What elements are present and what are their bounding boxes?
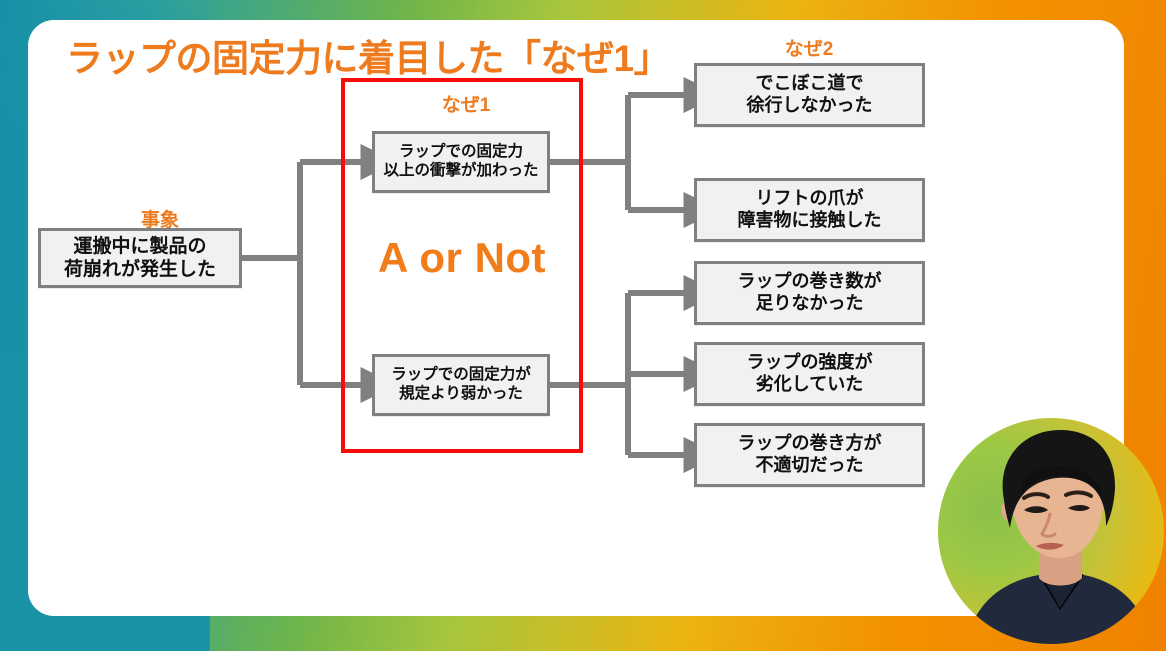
node-why1-impact: ラップでの固定力 以上の衝撃が加わった — [372, 131, 550, 193]
node-why2-bumpy-road: でこぼこ道で 徐行しなかった — [694, 63, 925, 127]
node-why2-wrap-turns-text: ラップの巻き数が 足りなかった — [737, 271, 882, 313]
why1-highlight-frame — [341, 78, 583, 453]
node-why2-wrap-degraded: ラップの強度が 劣化していた — [694, 342, 925, 406]
presenter-video-bubble — [938, 418, 1164, 644]
stage-label-why1: なぜ1 — [441, 95, 491, 116]
slide-canvas: ラップの固定力に着目した「なぜ1」 — [28, 20, 1124, 616]
node-why2-forklift-claw-text: リフトの爪が 障害物に接触した — [737, 188, 882, 230]
node-why2-forklift-claw: リフトの爪が 障害物に接触した — [694, 178, 925, 242]
node-why2-wrap-method-text: ラップの巻き方が 不適切だった — [737, 433, 882, 475]
node-why2-wrap-method: ラップの巻き方が 不適切だった — [694, 423, 925, 487]
node-phenomenon: 運搬中に製品の 荷崩れが発生した — [38, 228, 242, 288]
node-why2-bumpy-road-text: でこぼこ道で 徐行しなかった — [746, 73, 873, 115]
node-phenomenon-text: 運搬中に製品の 荷崩れが発生した — [63, 235, 216, 280]
node-why1-weak-grip: ラップでの固定力が 規定より弱かった — [372, 354, 550, 416]
stage-label-why2: なぜ2 — [784, 39, 834, 60]
presenter-portrait — [966, 430, 1150, 644]
node-why1-weak-grip-text: ラップでの固定力が 規定より弱かった — [391, 366, 531, 402]
node-why1-impact-text: ラップでの固定力 以上の衝撃が加わった — [383, 143, 539, 179]
a-or-not-emphasis: A or Not — [377, 234, 547, 281]
page-title: ラップの固定力に着目した「なぜ1」 — [66, 38, 671, 79]
node-why2-wrap-degraded-text: ラップの強度が 劣化していた — [746, 352, 873, 394]
node-why2-wrap-turns: ラップの巻き数が 足りなかった — [694, 261, 925, 325]
stage-label-phenomenon: 事象 — [140, 210, 179, 231]
